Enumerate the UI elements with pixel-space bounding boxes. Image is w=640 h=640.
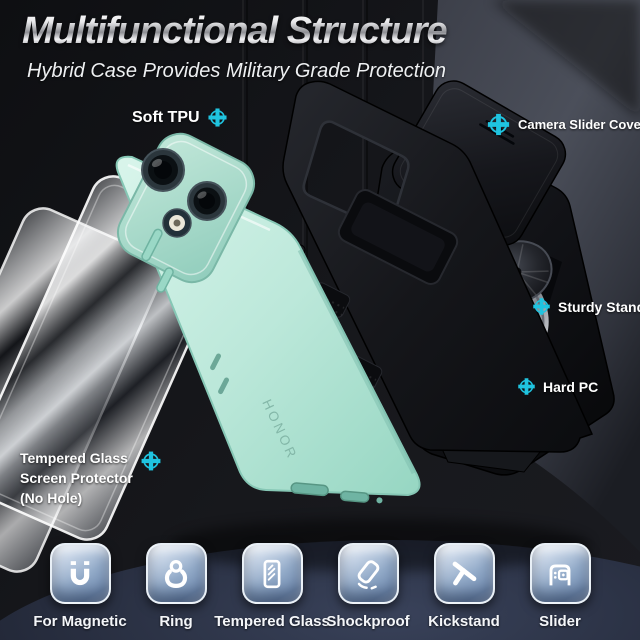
tpu-case-render (282, 80, 594, 453)
crosshair-icon (141, 451, 161, 471)
slider-icon (549, 564, 571, 585)
phone-render: HONOR (115, 132, 421, 504)
feature-row: For Magnetic Ring (0, 543, 640, 630)
tempered-glass-icon (263, 559, 281, 588)
crosshair-icon (518, 378, 535, 395)
kickstand-icon (452, 561, 477, 585)
feature-slider: Slider (529, 543, 591, 630)
callout-tempered-glass: Tempered Glass Screen Protector (No Hole… (20, 448, 163, 508)
feature-tile (49, 543, 111, 604)
crosshair-icon (208, 108, 227, 127)
page-title: Multifunctional Structure (22, 10, 448, 52)
callout-soft-tpu: Soft TPU (132, 106, 229, 129)
shockproof-icon (357, 559, 380, 589)
camera-lens-secondary (187, 181, 227, 221)
feature-tile (337, 543, 399, 604)
feature-label: Ring (159, 613, 193, 630)
bottom-ports (290, 482, 383, 504)
feature-label: Slider (539, 613, 581, 630)
camera-lens-main (141, 148, 185, 192)
magnet-icon (70, 560, 90, 585)
feature-label: Kickstand (428, 613, 500, 630)
sim-slots (210, 353, 230, 395)
feature-label: Tempered Glass (214, 613, 330, 630)
feature-tile (529, 543, 591, 604)
page-subtitle: Hybrid Case Provides Military Grade Prot… (27, 60, 447, 82)
callout-camera-slider-cover: Camera Slider Cover (485, 111, 640, 138)
feature-for-magnetic: For Magnetic (33, 543, 127, 630)
callout-camera-slider-cover-label: Camera Slider Cover (518, 117, 640, 132)
crosshair-icon (533, 298, 550, 315)
feature-tile (433, 543, 495, 604)
feature-ring: Ring (145, 543, 207, 630)
callout-soft-tpu-label: Soft TPU (132, 108, 200, 126)
callout-hard-pc-label: Hard PC (543, 378, 599, 395)
crosshair-icon (487, 113, 510, 136)
feature-kickstand: Kickstand (428, 543, 500, 630)
feature-label: Shockproof (326, 613, 410, 630)
feature-tile (145, 543, 207, 604)
feature-label: For Magnetic (33, 613, 127, 630)
feature-tile (241, 543, 303, 604)
feature-shockproof: Shockproof (326, 543, 410, 630)
feature-tempered-glass: Tempered Glass (214, 543, 330, 630)
callout-hard-pc: Hard PC (516, 376, 598, 397)
callout-sturdy-stand-label: Sturdy Stand (558, 298, 640, 315)
ring-icon (164, 559, 188, 588)
camera-macro-lens (162, 208, 192, 238)
side-buttons (141, 228, 174, 293)
callout-tempered-glass-label: Tempered Glass Screen Protector (No Hole… (20, 450, 133, 506)
callout-sturdy-stand: Sturdy Stand (531, 296, 640, 317)
